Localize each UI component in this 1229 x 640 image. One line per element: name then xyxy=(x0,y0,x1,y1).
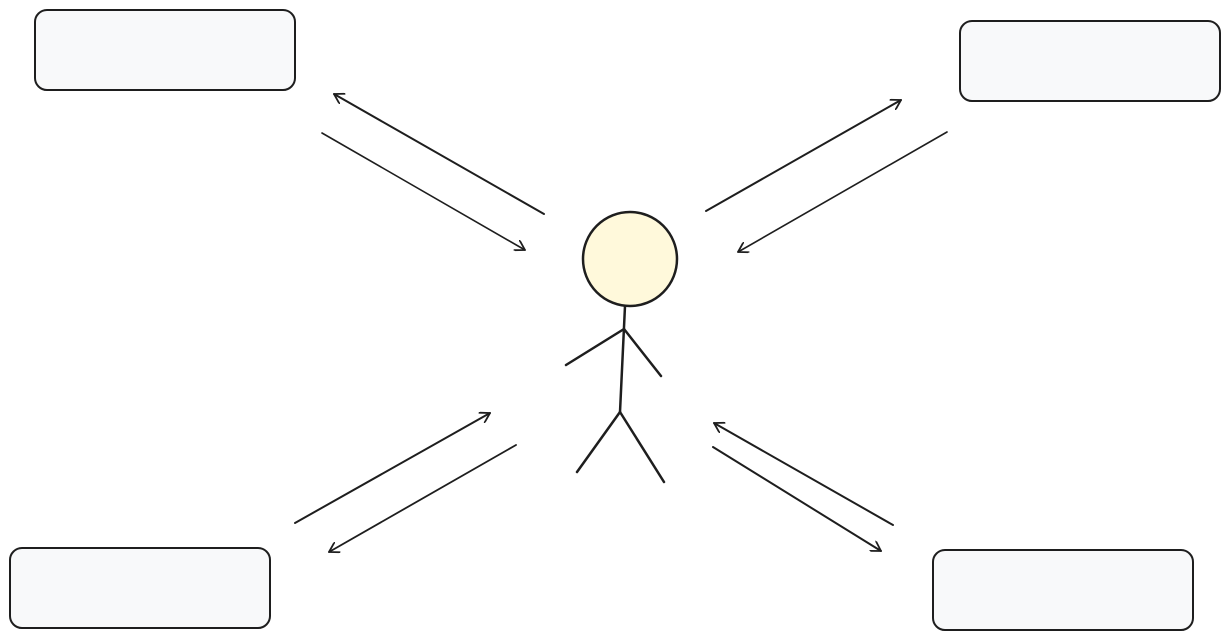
box-bottom-left[interactable] xyxy=(9,547,271,629)
stick-figure[interactable] xyxy=(564,210,679,484)
stick-figure-right-arm xyxy=(622,327,663,378)
arrow-person-to-bottom-left[interactable] xyxy=(328,444,517,552)
arrow-person-to-top-right[interactable] xyxy=(705,100,902,212)
arrow-person-to-bottom-right[interactable] xyxy=(712,446,882,552)
box-top-left[interactable] xyxy=(34,9,296,91)
arrow-bottom-right-to-person[interactable] xyxy=(713,423,894,526)
arrow-top-left-to-person[interactable] xyxy=(321,132,525,250)
arrow-bottom-left-to-person[interactable] xyxy=(294,413,491,524)
arrow-top-right-to-person[interactable] xyxy=(738,131,948,252)
stick-figure-body xyxy=(618,304,627,414)
arrow-person-to-top-left[interactable] xyxy=(333,94,545,215)
stick-figure-right-leg xyxy=(618,410,666,484)
stick-figure-left-leg xyxy=(575,410,622,474)
box-top-right[interactable] xyxy=(959,20,1221,102)
box-bottom-right[interactable] xyxy=(932,549,1194,631)
stick-figure-left-arm xyxy=(564,327,626,367)
stick-figure-head xyxy=(581,210,679,308)
